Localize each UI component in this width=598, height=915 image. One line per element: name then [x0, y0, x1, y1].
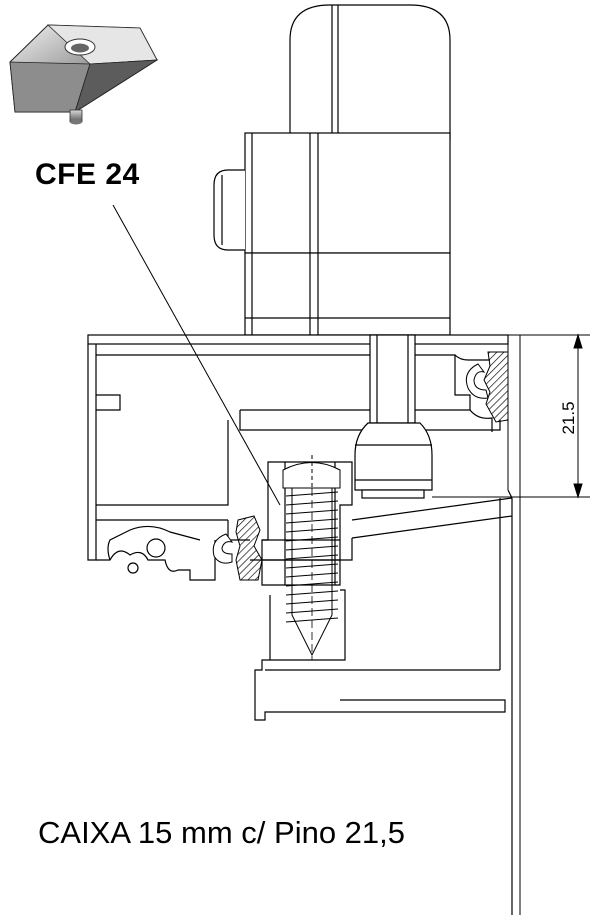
screw-thread — [285, 590, 339, 596]
dimension-21-5 — [432, 333, 590, 499]
part-label: CFE 24 — [35, 158, 140, 191]
handle-housing — [213, 4, 451, 336]
gasket-left — [212, 515, 263, 581]
leader-line — [112, 204, 281, 506]
part-thumbnail — [9, 24, 159, 125]
gasket-right — [465, 351, 509, 423]
screw — [282, 455, 341, 660]
pin — [354, 334, 433, 499]
sill-profile — [250, 335, 521, 915]
screw-thread — [285, 518, 339, 524]
drawing-caption: CAIXA 15 mm c/ Pino 21,5 — [38, 815, 406, 850]
dimension-value: 21.5 — [559, 401, 578, 434]
screw-thread — [285, 554, 339, 560]
